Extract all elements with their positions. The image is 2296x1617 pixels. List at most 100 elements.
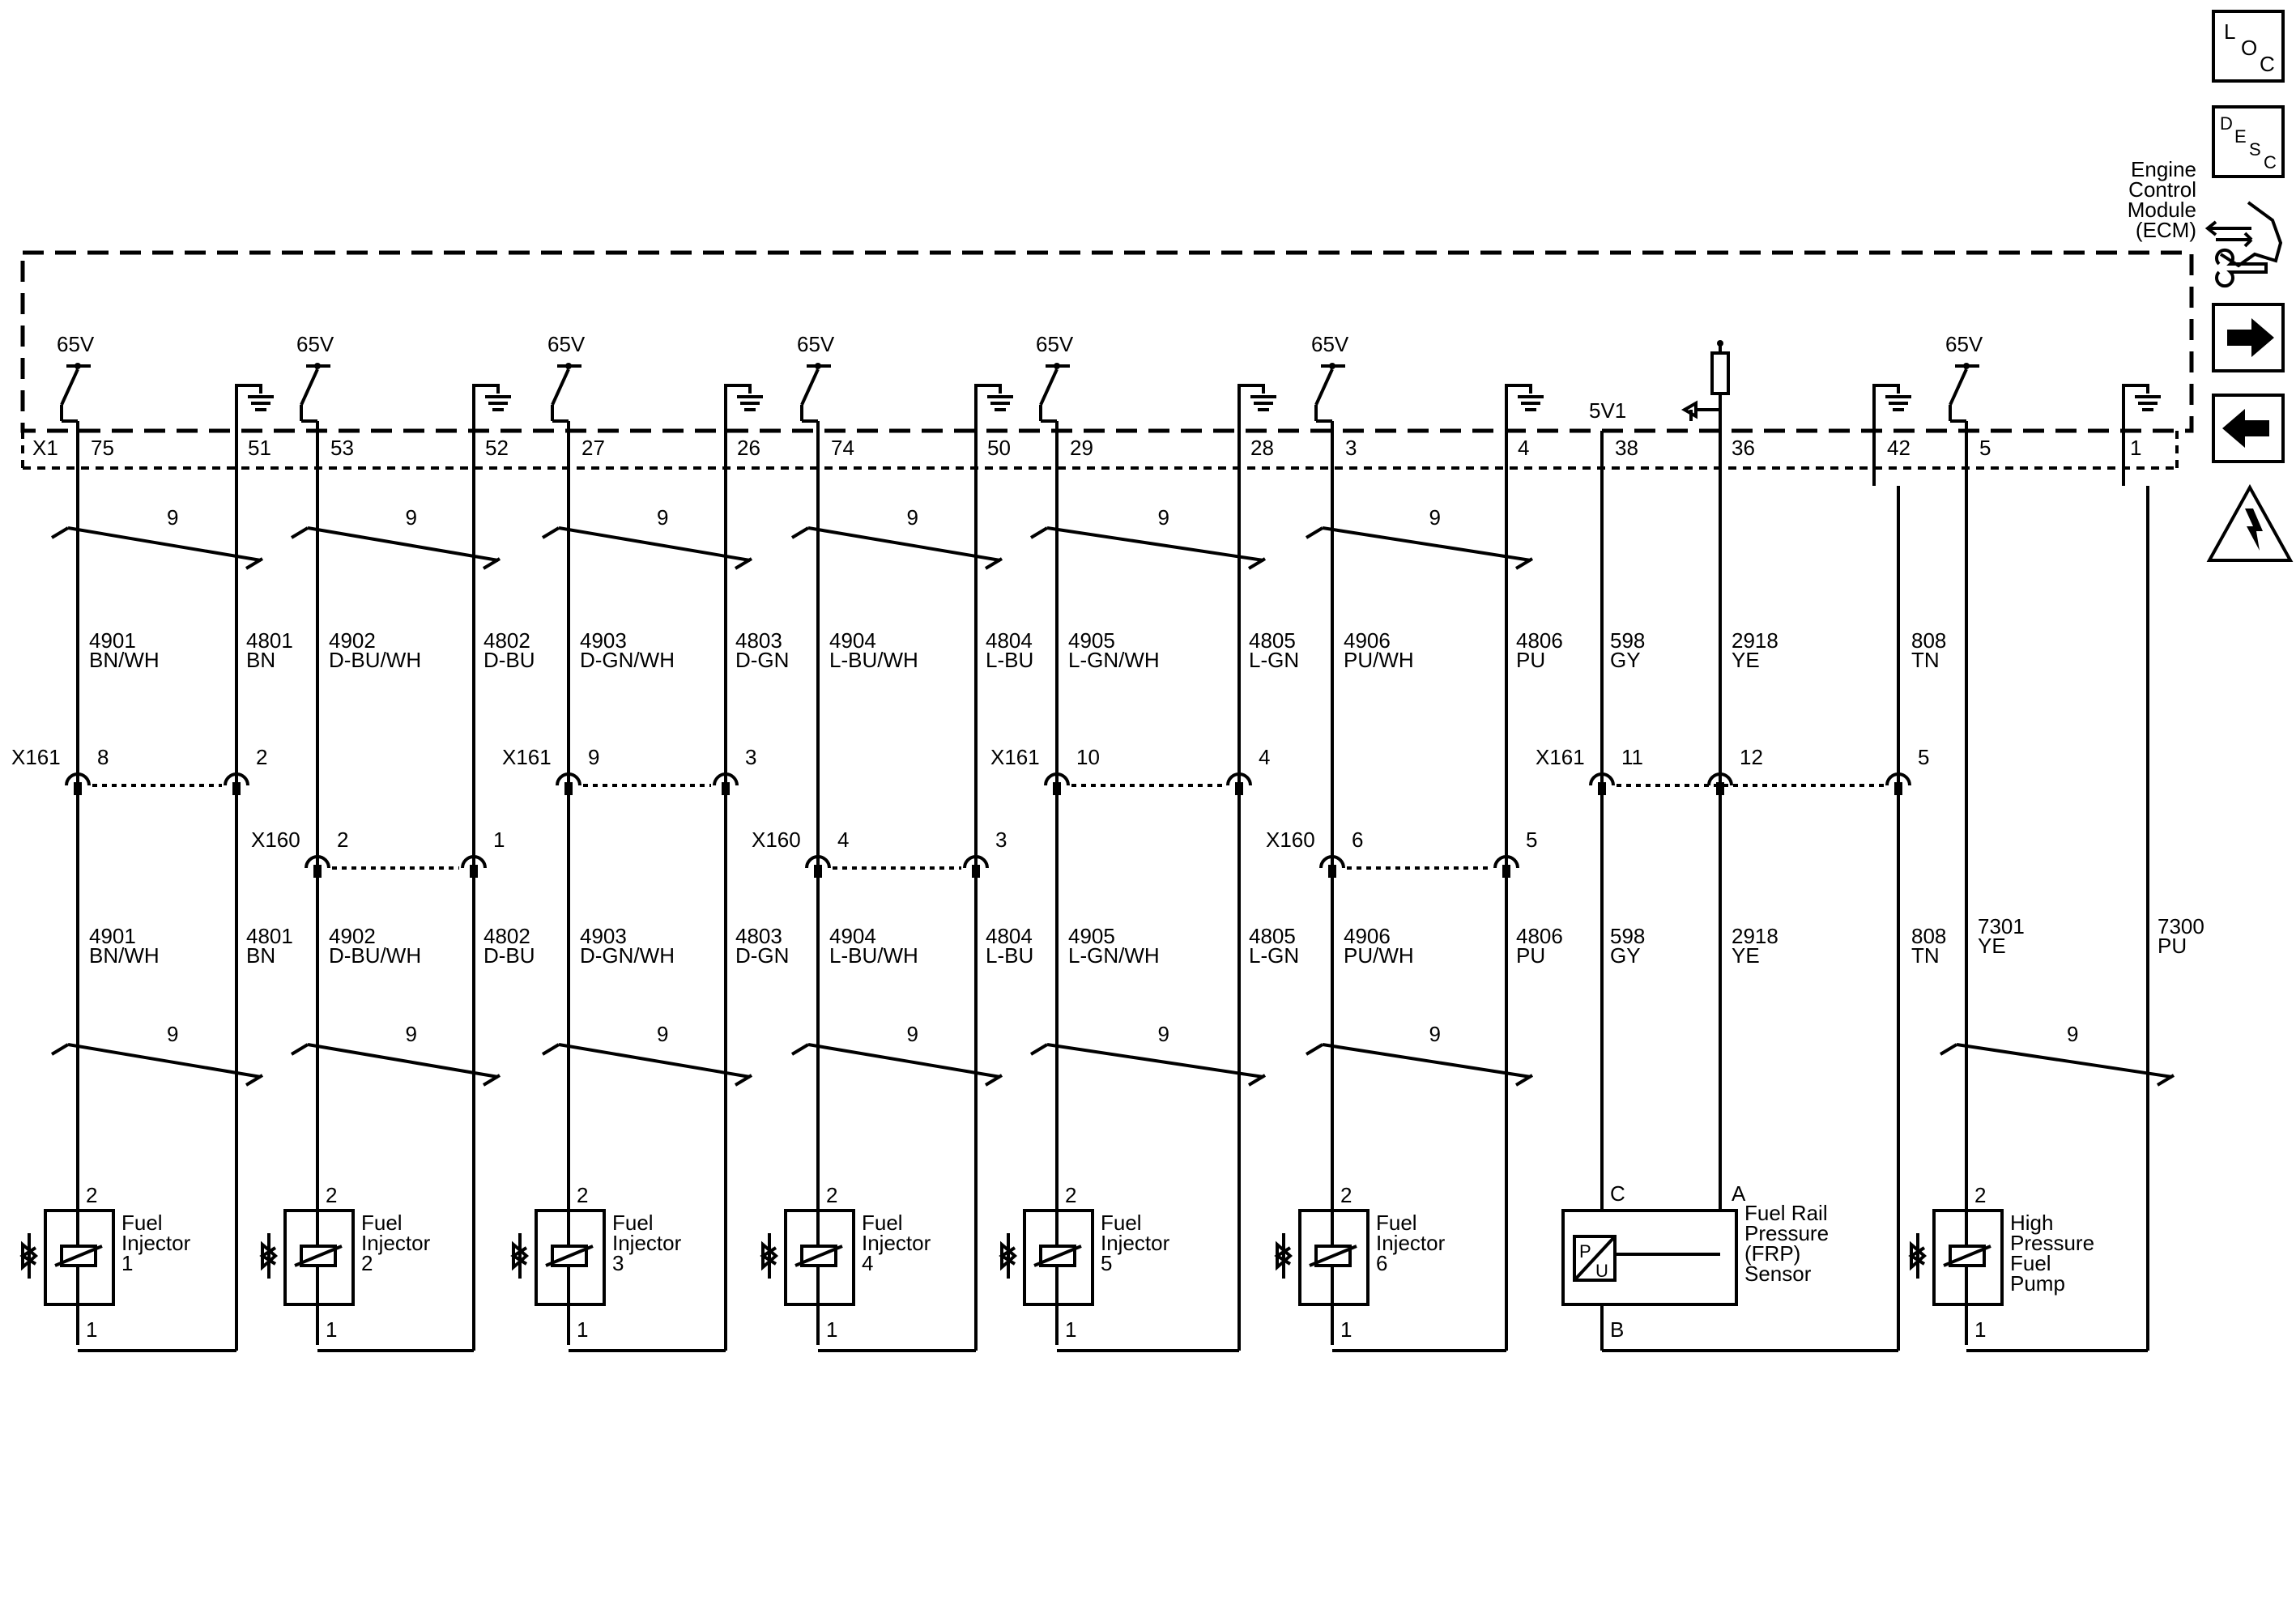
switch-blade: [300, 368, 319, 406]
solenoid-slash: [545, 1245, 594, 1267]
ecm-pin-label: 50: [987, 436, 1011, 460]
inline-pin-label: 4: [837, 828, 849, 852]
component-label: 2: [361, 1251, 373, 1275]
component-pin-label: 1: [1974, 1317, 1986, 1342]
inline-pin: [1328, 865, 1336, 878]
wire-color: TN: [1911, 648, 1940, 672]
component-label: Injector: [612, 1231, 682, 1255]
loc-icon[interactable]: L O C: [2212, 10, 2285, 83]
circuit-number: 4801: [246, 628, 293, 653]
inline-terminal: [963, 855, 989, 869]
inline-terminal: [1885, 772, 1911, 786]
previous-arrow-icon[interactable]: [2212, 394, 2285, 463]
harness-tick-right: [984, 557, 1003, 570]
wire-color: GY: [1610, 943, 1641, 968]
harness-bundle-label: 9: [1158, 1022, 1169, 1046]
harness-tick-left: [1305, 1043, 1324, 1056]
harness-line: [1046, 1043, 1264, 1079]
svg-text:L: L: [2224, 19, 2235, 44]
wire-color: BN: [246, 648, 275, 672]
voltage-label: 65V: [1311, 332, 1349, 356]
wire-color: D-BU: [483, 648, 535, 672]
wire-color: GY: [1610, 648, 1641, 672]
next-arrow-icon[interactable]: [2212, 303, 2285, 372]
inline-pin: [1716, 782, 1724, 795]
switch-node: [75, 363, 81, 369]
valve-arrow: [19, 1246, 37, 1266]
valve-arrow: [1274, 1246, 1292, 1266]
harness-bundle-label: 9: [406, 505, 417, 530]
harness-tick-left: [1939, 1043, 1958, 1056]
harness-tick-left: [290, 1043, 309, 1056]
svg-text:O: O: [2241, 36, 2257, 60]
wire-color: D-BU: [483, 943, 535, 968]
inline-pin-label: 11: [1621, 745, 1643, 769]
ecm-pin-label: 38: [1615, 436, 1638, 460]
ecm-pin-label: 5: [1979, 436, 1991, 460]
inline-terminal: [65, 772, 91, 786]
inline-connector-label: X161: [990, 745, 1040, 769]
circuit-number: 7301: [1978, 914, 2025, 938]
circuit-number: 4801: [246, 924, 293, 948]
circuit-number: 7300: [2158, 914, 2204, 938]
ecm-name-line-3: Module: [2128, 198, 2196, 222]
harness-line: [307, 526, 499, 562]
circuit-number: 4804: [986, 924, 1033, 948]
inline-connector-label: X161: [11, 745, 61, 769]
inline-terminal: [1226, 772, 1252, 786]
component-pin-label: A: [1732, 1181, 1746, 1206]
harness-line: [1956, 1043, 2173, 1079]
wire-color: L-GN: [1249, 648, 1299, 672]
solenoid-slash: [1943, 1245, 1991, 1267]
ecm-name-line-4: (ECM): [2136, 218, 2196, 242]
component-label: Fuel: [862, 1211, 903, 1235]
harness-line: [1322, 1043, 1531, 1079]
frp-symbol-p: P: [1579, 1241, 1591, 1262]
component-pin-label: 2: [577, 1183, 588, 1207]
component-label: Fuel: [121, 1211, 163, 1235]
ecm-pin-label: 42: [1887, 436, 1910, 460]
ecm-pin-label: 1: [2130, 436, 2141, 460]
solenoid-slash: [54, 1245, 103, 1267]
harness-bundle-label: 9: [167, 1022, 178, 1046]
component-label: High: [2010, 1211, 2053, 1235]
harness-line: [1046, 526, 1264, 562]
circuit-number: 598: [1610, 628, 1645, 653]
solenoid-slash: [1033, 1245, 1082, 1267]
harness-tick-left: [1305, 526, 1324, 539]
connector-info-icon[interactable]: [2204, 201, 2283, 288]
power-ground-icon[interactable]: [2206, 483, 2294, 562]
inline-pin-label: 5: [1918, 745, 1929, 769]
harness-tick-right: [2156, 1074, 2175, 1087]
circuit-number: 4806: [1516, 924, 1563, 948]
harness-bundle-label: 9: [1429, 1022, 1441, 1046]
component-pin-label: 2: [86, 1183, 97, 1207]
inline-pin-label: 3: [745, 745, 756, 769]
inline-pin-label: 6: [1352, 828, 1363, 852]
wire-color: D-GN/WH: [580, 943, 675, 968]
inline-pin-label: 9: [588, 745, 599, 769]
circuit-number: 4805: [1249, 924, 1296, 948]
inline-pin: [1502, 865, 1510, 878]
component-label: 6: [1376, 1251, 1387, 1275]
switch-node: [565, 363, 572, 369]
harness-tick-left: [50, 1043, 70, 1056]
component-label: Sensor: [1744, 1262, 1812, 1286]
harness-tick-right: [1514, 557, 1534, 570]
inline-terminal: [713, 772, 739, 786]
circuit-number: 2918: [1732, 924, 1778, 948]
pullup-resistor: [1710, 351, 1730, 395]
inline-terminal: [1319, 855, 1345, 869]
component-label: 3: [612, 1251, 624, 1275]
circuit-number: 4901: [89, 628, 136, 653]
ecm-pin-label: 29: [1070, 436, 1093, 460]
circuit-number: 4905: [1068, 628, 1115, 653]
harness-tick-right: [482, 1074, 501, 1087]
wire-color: D-BU/WH: [329, 943, 421, 968]
wire-color: D-GN: [735, 648, 789, 672]
circuit-number: 598: [1610, 924, 1645, 948]
valve-arrow: [510, 1246, 528, 1266]
desc-icon[interactable]: D E S C: [2212, 105, 2285, 178]
